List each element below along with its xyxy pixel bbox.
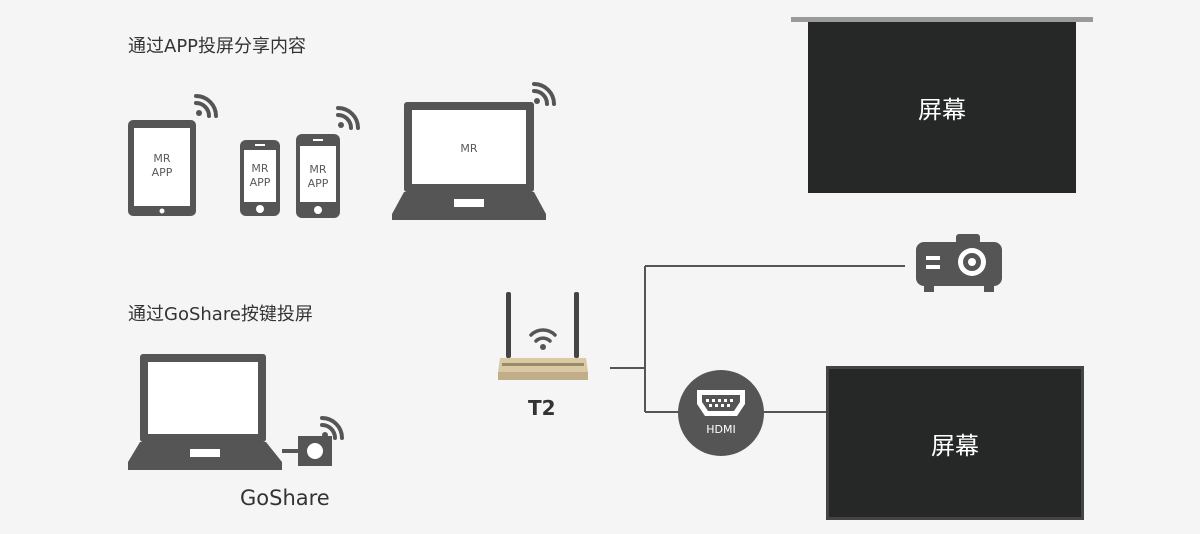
bottom-display-screen: 屏幕 — [826, 366, 1084, 520]
laptop-app-text: MR — [460, 142, 478, 155]
top-projection-screen: 屏幕 — [808, 22, 1076, 193]
tablet-icon — [128, 120, 196, 216]
laptop-device: MR — [392, 102, 546, 220]
phone-icon — [296, 134, 340, 218]
screen-mount-bar — [791, 17, 1093, 22]
phone-device-2: MR APP — [296, 134, 340, 218]
laptop-icon — [392, 102, 546, 220]
laptop-wifi-icon — [532, 82, 556, 106]
tablet-wifi-icon — [194, 94, 218, 118]
phones-wifi-icon — [336, 106, 360, 130]
projector-icon — [916, 234, 1002, 292]
phone2-app-text: MR APP — [307, 163, 329, 190]
goshare-section-title: 通过GoShare按键投屏 — [128, 304, 313, 325]
goshare-dongle-icon — [298, 436, 332, 466]
router-label: T2 — [528, 396, 556, 420]
tablet-app-text: MR APP — [151, 152, 173, 179]
hdmi-label: HDMI — [706, 423, 736, 436]
laptop-icon — [128, 354, 282, 470]
dongle-wifi-icon — [320, 416, 344, 440]
app-section-title: 通过APP投屏分享内容 — [128, 36, 307, 57]
dongle-connector — [282, 449, 300, 453]
goshare-label: GoShare — [240, 486, 330, 510]
tablet-device: MR APP — [128, 120, 196, 216]
goshare-laptop-device — [128, 354, 282, 470]
phone-device-1: MR APP — [240, 140, 280, 216]
bottom-screen-label: 屏幕 — [931, 431, 979, 460]
phone1-app-text: MR APP — [249, 162, 271, 189]
hdmi-badge: HDMI — [678, 370, 764, 456]
phone-icon — [240, 140, 280, 216]
router-icon — [498, 292, 588, 380]
top-screen-label: 屏幕 — [918, 96, 966, 124]
hdmi-connector-icon — [697, 390, 745, 416]
